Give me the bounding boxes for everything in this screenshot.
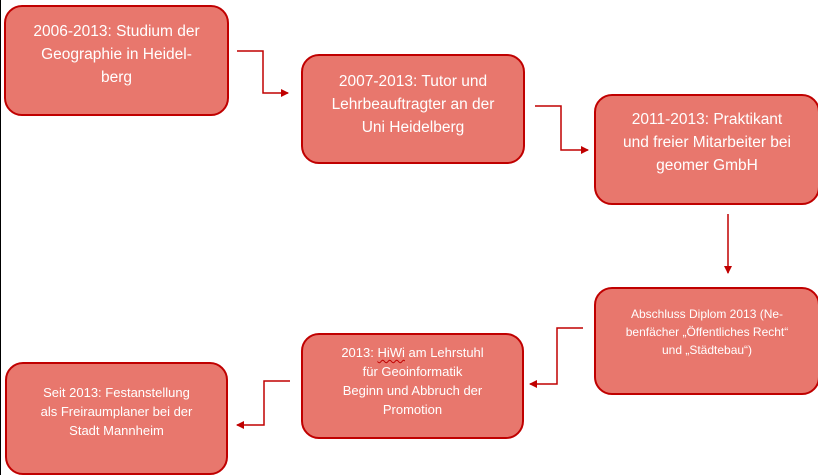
connector-4-5: [529, 327, 583, 388]
step-text: 2013: HiWi am Lehrstuhl für Geoinformati…: [341, 343, 483, 419]
step-text: Seit 2013: Festanstellung als Freiraumpl…: [40, 385, 193, 438]
step-box-praktikant: 2011-2013: Praktikant und freier Mitarbe…: [594, 94, 818, 205]
left-edge-line: [0, 0, 1, 475]
step-text: 2007-2013: Tutor und Lehrbeauftragter an…: [331, 73, 495, 136]
step-box-studium: 2006-2013: Studium der Geographie in Hei…: [4, 5, 229, 116]
step-box-festanstellung: Seit 2013: Festanstellung als Freiraumpl…: [5, 362, 228, 475]
step-text: 2011-2013: Praktikant und freier Mitarbe…: [623, 111, 791, 174]
step-box-diplom: Abschluss Diplom 2013 (Ne- benfächer „Öf…: [594, 287, 818, 395]
step-box-hiwi: 2013: HiWi am Lehrstuhl für Geoinformati…: [301, 333, 524, 439]
spellcheck-underlined-word: HiWi: [377, 345, 405, 360]
connector-1-2: [237, 50, 289, 97]
step-box-tutor: 2007-2013: Tutor und Lehrbeauftragter an…: [301, 54, 525, 164]
connector-2-3: [535, 105, 589, 154]
step-text-prefix: 2013:: [341, 345, 378, 360]
connector-5-6: [236, 380, 290, 429]
step-text: 2006-2013: Studium der Geographie in Hei…: [33, 23, 200, 86]
step-text: Abschluss Diplom 2013 (Ne- benfächer „Öf…: [625, 307, 789, 357]
step-text-rest: am Lehrstuhl für Geoinformatik Beginn un…: [342, 345, 484, 417]
